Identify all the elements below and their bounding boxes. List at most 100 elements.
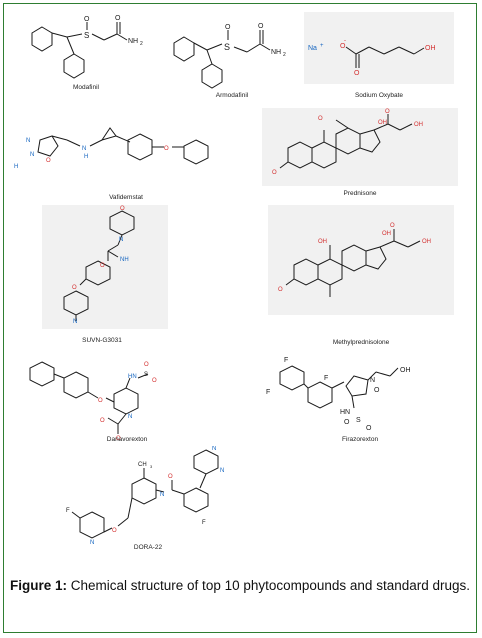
atom-f: F bbox=[66, 508, 70, 514]
atom-o: O bbox=[84, 16, 90, 23]
atom-plus: + bbox=[320, 43, 324, 49]
atom-hn: HN bbox=[340, 409, 350, 416]
atom-s: S bbox=[84, 31, 89, 40]
atom-o: O bbox=[112, 528, 117, 534]
panel-methylprednisolone: OH O OH O OH Methylprednisolone bbox=[268, 205, 454, 346]
atom-n: N bbox=[90, 540, 94, 546]
atom-o: O bbox=[152, 378, 157, 384]
atom-n: N bbox=[82, 146, 86, 152]
atom-o: O bbox=[120, 206, 125, 212]
atom-f: F bbox=[202, 520, 206, 526]
atom-n: N bbox=[220, 468, 224, 474]
structure-methylprednisolone: OH O OH O OH bbox=[278, 223, 431, 297]
panel-modafinil: S O O NH 2 Modafinil bbox=[12, 12, 160, 94]
atom-o: O bbox=[100, 418, 105, 424]
atom-na: Na bbox=[308, 45, 317, 52]
atom-n: N bbox=[26, 138, 30, 144]
panel-prednisone: O O OH O OH Prednisone bbox=[262, 108, 458, 197]
atom-o: O bbox=[374, 387, 380, 394]
atom-h: H bbox=[84, 154, 88, 160]
atom-o: O bbox=[278, 287, 283, 293]
atom-o: O bbox=[164, 146, 169, 152]
atom-minus: - bbox=[344, 38, 346, 44]
atom-o: O bbox=[390, 223, 395, 229]
atom-n: N bbox=[119, 237, 123, 243]
atom-ch: CH bbox=[138, 462, 147, 468]
structure-dora-22: N N O N CH 3 F O N F bbox=[66, 446, 224, 546]
structure-suvn-g3031: O N O NH O N bbox=[63, 206, 135, 325]
label-danavorexton: Danavorexton bbox=[106, 436, 148, 443]
atom-f: F bbox=[266, 389, 270, 396]
structure-vafidemstat: N N O H N H O bbox=[14, 127, 209, 170]
figure-frame bbox=[3, 3, 477, 633]
atom-n: N bbox=[30, 152, 34, 158]
atom-n: N bbox=[212, 446, 216, 452]
atom-h2n: H bbox=[14, 164, 18, 170]
atom-s: S bbox=[224, 42, 230, 52]
structure-modafinil: S O O NH 2 bbox=[31, 15, 143, 79]
label-methylprednisolone: Methylprednisolone bbox=[332, 339, 390, 346]
label-prednisone: Prednisone bbox=[343, 190, 377, 197]
atom-n: N bbox=[73, 319, 77, 325]
atom-oh: OH bbox=[400, 367, 411, 374]
label-armodafinil: Armodafinil bbox=[215, 92, 249, 99]
atom-o: O bbox=[340, 43, 346, 50]
label-firazorexton: Firazorexton bbox=[341, 436, 379, 443]
atom-o: O bbox=[272, 170, 277, 176]
atom-o: O bbox=[385, 109, 390, 115]
figure-caption: Figure 1: Chemical structure of top 10 p… bbox=[10, 576, 470, 596]
atom-nh: NH bbox=[271, 49, 281, 56]
atom-nh: NH bbox=[128, 38, 138, 45]
atom-oh: OH bbox=[382, 231, 391, 237]
structure-armodafinil: S O O NH 2 bbox=[173, 23, 286, 89]
label-sodium-oxybate: Sodium Oxybate bbox=[354, 92, 404, 99]
atom-f: F bbox=[324, 375, 328, 382]
label-vafidemstat: Vafidemstat bbox=[109, 194, 143, 201]
atom-o: O bbox=[100, 263, 105, 269]
atom-oh: OH bbox=[378, 120, 387, 126]
atom-o: O bbox=[225, 24, 231, 31]
panel-firazorexton: F F F N O OH HN S O O Firazorexton bbox=[262, 352, 458, 444]
atom-o: O bbox=[116, 436, 121, 442]
atom-o: O bbox=[168, 474, 173, 480]
atom-n: N bbox=[160, 492, 164, 498]
caption-text: Chemical structure of top 10 phytocompou… bbox=[67, 578, 470, 593]
panel-dora-22: N N O N CH 3 F O N F DORA-22 bbox=[64, 446, 242, 552]
atom-n: N bbox=[128, 414, 132, 420]
atom-hn: HN bbox=[128, 374, 137, 380]
atom-o: O bbox=[258, 23, 264, 30]
atom-o: O bbox=[318, 116, 323, 122]
atom-o: O bbox=[354, 70, 360, 77]
label-suvn-g3031: SUVN-G3031 bbox=[82, 337, 122, 344]
caption-label: Figure 1: bbox=[10, 578, 68, 593]
structure-firazorexton: F F F N O OH HN S O O bbox=[266, 357, 411, 432]
atom-s: S bbox=[144, 372, 148, 378]
atom-o: O bbox=[72, 285, 77, 291]
atom-o: O bbox=[46, 158, 51, 164]
structure-danavorexton: O HN S O O N O O bbox=[29, 361, 157, 442]
label-dora-22: DORA-22 bbox=[133, 544, 163, 551]
atom-nh: NH bbox=[120, 257, 129, 263]
atom-sub: 2 bbox=[140, 41, 143, 47]
atom-sub: 2 bbox=[283, 52, 286, 58]
structure-sodium-oxybate: Na + O - O OH bbox=[308, 38, 436, 77]
atom-o: O bbox=[115, 15, 121, 22]
atom-n: N bbox=[370, 377, 375, 384]
atom-oh: OH bbox=[425, 45, 436, 52]
structure-prednisone: O O OH O OH bbox=[272, 109, 423, 176]
panel-vafidemstat: N N O H N H O Vafidemstat bbox=[12, 110, 240, 202]
atom-oh: OH bbox=[414, 122, 423, 128]
atom-oh: OH bbox=[422, 239, 431, 245]
panel-sodium-oxybate: Na + O - O OH Sodium Oxybate bbox=[304, 12, 454, 99]
atom-s: S bbox=[356, 417, 361, 424]
panel-armodafinil: S O O NH 2 Armodafinil bbox=[162, 12, 302, 99]
panel-suvn-g3031: O N O NH O N SUVN-G3031 bbox=[42, 205, 168, 344]
atom-o: O bbox=[98, 398, 103, 404]
atom-sub: 3 bbox=[150, 464, 153, 469]
label-modafinil: Modafinil bbox=[72, 84, 100, 91]
atom-o: O bbox=[366, 425, 372, 432]
atom-o: O bbox=[344, 419, 350, 426]
atom-f: F bbox=[284, 357, 288, 364]
atom-oh: OH bbox=[318, 239, 327, 245]
panel-danavorexton: O HN S O O N O O Danavorexton bbox=[28, 352, 226, 443]
